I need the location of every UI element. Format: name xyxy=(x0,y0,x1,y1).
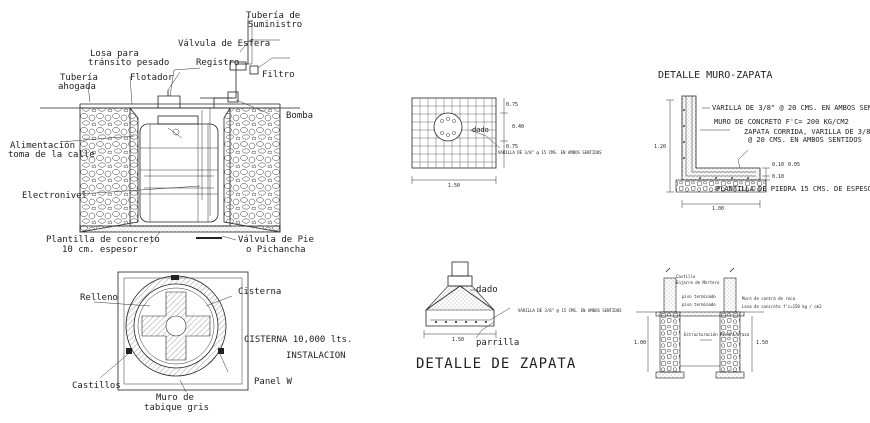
rebar-grid xyxy=(412,98,496,168)
muro-zapata-dim-1: 0.10 xyxy=(772,162,784,168)
plan-subtitle: INSTALACION xyxy=(286,351,346,361)
muro-zapata-plantilla-label: PLANTILLA DE PIEDRA 15 CMS. DE ESPESOR xyxy=(716,185,870,193)
label-cisterna: Cisterna xyxy=(238,287,281,297)
label-plantilla-1: Plantilla de concreto xyxy=(46,235,160,245)
label-bomba: Bomba xyxy=(286,111,313,121)
zapata-detail-dado-label: dado xyxy=(476,285,498,295)
retaining-piso-label-1: piso terminado xyxy=(682,294,716,299)
label-tuberia-ahogada-2: ahogada xyxy=(58,82,96,92)
label-castillos: Castillos xyxy=(72,381,121,391)
label-relleno: Relleno xyxy=(80,293,118,303)
muro-zapata-dim-height: 1.20 xyxy=(654,144,666,150)
label-tuberia-ahogada-1: Tubería xyxy=(60,73,98,83)
label-losa-1: Losa para xyxy=(90,49,139,59)
retaining-enjarre-label: Enjarre de Mortero xyxy=(676,280,720,285)
label-alimentacion-1: Alimentación xyxy=(10,140,75,151)
label-registro: Registro xyxy=(196,58,239,68)
zapata-plan-dim-top: 0.75 xyxy=(506,102,518,108)
label-muro-2: tabique gris xyxy=(144,403,209,413)
label-valvula-pie-1: Válvula de Pie xyxy=(238,235,314,245)
retaining-dim-right: 1.50 xyxy=(756,340,768,346)
retaining-castillo-label: Castillo xyxy=(676,274,696,279)
muro-zapata-title: DETALLE MURO-ZAPATA xyxy=(658,70,772,81)
retaining-dim-left: 1.00 xyxy=(634,340,646,346)
zapata-plan-drawing: dado VARILLA DE 3/8" @ 15 CMS. EN AMBOS … xyxy=(411,97,602,189)
retaining-piso-label-2: piso terminado xyxy=(682,302,716,307)
zapata-detail-dim: 1.50 xyxy=(452,337,464,343)
label-panel-w: Panel W xyxy=(254,377,293,387)
muro-zapata-varilla-label: VARILLA DE 3/8" @ 20 CMS. EN AMBOS SENTI… xyxy=(712,104,870,112)
retaining-wall-drawing: Castillo Enjarre de Mortero piso termina… xyxy=(634,267,822,379)
muro-zapata-dim-3: 0.10 xyxy=(772,174,784,180)
zapata-plan-dado-label: dado xyxy=(472,126,489,134)
zapata-detail-varilla-label: VARILLA DE 3/8" @ 15 CMS. EN AMBOS SENTI… xyxy=(518,308,622,313)
plan-title: CISTERNA 10,000 lts. xyxy=(244,335,352,345)
cisterna-section-drawing: Tubería de Suministro Válvula de Esfera … xyxy=(8,11,314,255)
retaining-estructura-label: Estructuración Piedra braza xyxy=(684,332,750,337)
muro-zapata-zapata-2: @ 20 CMS. EN AMBOS SENTIDOS xyxy=(748,136,862,144)
zapata-detail-title: DETALLE DE ZAPATA xyxy=(416,356,576,372)
label-electronivel: Electronivel xyxy=(22,191,87,201)
retaining-muro-contra-label: Muro de contra de roca xyxy=(742,296,796,301)
label-tuberia-suministro-2: Suministro xyxy=(248,20,302,30)
cisterna-plan-drawing: Relleno Cisterna CISTERNA 10,000 lts. IN… xyxy=(72,271,352,413)
retaining-losa-label: Losa de concreto f'c=150 kg / cm2 xyxy=(742,304,822,309)
label-plantilla-2: 10 cm. espesor xyxy=(62,245,138,255)
zapata-plan-dim-width: 1.50 xyxy=(448,183,460,189)
label-losa-2: tránsito pesado xyxy=(88,58,169,68)
label-tuberia-suministro-1: Tubería de xyxy=(246,11,300,21)
label-flotador: Flotador xyxy=(130,73,174,83)
zapata-detail-parrilla-label: parrilla xyxy=(476,338,519,348)
muro-zapata-dim-width: 1.00 xyxy=(712,206,724,212)
muro-zapata-dim-2: 0.05 xyxy=(788,162,800,168)
label-muro-1: Muro de xyxy=(156,393,194,403)
label-valvula-esfera: Válvula de Esfera xyxy=(178,39,270,49)
label-valvula-pie-2: o Pichancha xyxy=(246,245,306,255)
muro-zapata-drawing: DETALLE MURO-ZAPATA VARILLA DE 3/8" @ 20… xyxy=(654,70,870,212)
zapata-plan-dim-bottom: 0.75 xyxy=(506,144,518,150)
zapata-plan-varilla-label: VARILLA DE 3/8" @ 15 CMS. EN AMBOS SENTI… xyxy=(498,150,602,155)
muro-zapata-muro-label: MURO DE CONCRETO F'C= 200 KG/CM2 xyxy=(714,118,849,126)
muro-zapata-zapata-1: ZAPATA CORRIDA, VARILLA DE 3/8" xyxy=(744,128,870,136)
zapata-detail-drawing: dado VARILLA DE 3/8" @ 15 CMS. EN AMBOS … xyxy=(416,261,622,372)
label-alimentacion-2: toma de la calle xyxy=(8,150,95,160)
zapata-plan-dim-mid: 0.40 xyxy=(512,124,524,130)
label-filtro: Filtro xyxy=(262,70,295,80)
